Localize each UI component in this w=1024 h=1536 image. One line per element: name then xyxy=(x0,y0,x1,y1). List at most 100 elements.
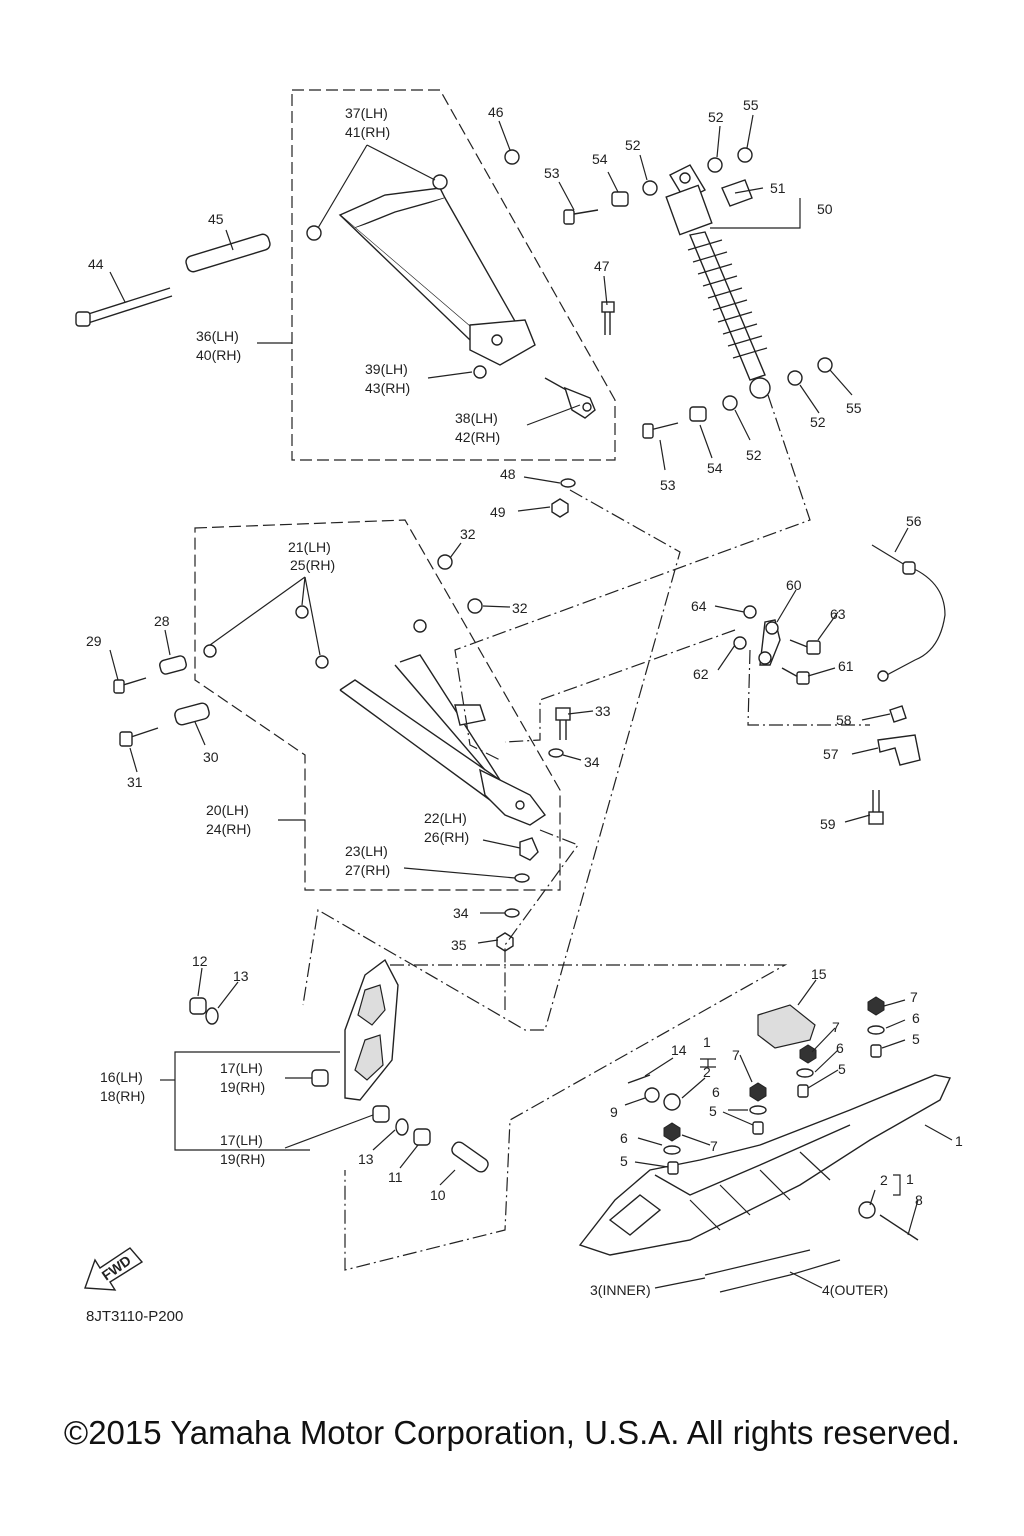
callout-33: 33 xyxy=(595,703,611,719)
callout-23-lh: 23(LH) xyxy=(345,843,388,859)
nut-62 xyxy=(733,636,747,650)
callout-36-lh: 36(LH) xyxy=(196,328,239,344)
lower-a-arm xyxy=(339,654,547,826)
callout-11: 11 xyxy=(388,1169,403,1185)
callout-64: 64 xyxy=(691,598,707,614)
collar-28 xyxy=(159,655,187,675)
callout-8: 8 xyxy=(915,1192,923,1208)
callout-5: 5 xyxy=(838,1061,846,1077)
callout-19-rh: 19(RH) xyxy=(220,1079,265,1095)
callout-31: 31 xyxy=(127,774,143,790)
damper-2a xyxy=(663,1093,681,1111)
washer-34b xyxy=(504,908,520,918)
nut-64 xyxy=(743,605,757,619)
washer-55a xyxy=(737,147,753,163)
nut-39 xyxy=(473,365,487,379)
bolt-59-head xyxy=(868,811,884,825)
callout-52: 52 xyxy=(708,109,724,125)
shock-spring xyxy=(687,239,768,359)
bracket-57 xyxy=(877,734,921,766)
callout-35: 35 xyxy=(451,937,467,953)
clamp-58 xyxy=(889,705,907,723)
callout-38-lh: 38(LH) xyxy=(455,410,498,426)
callout-47: 47 xyxy=(594,258,610,274)
callout-1: 1 xyxy=(703,1034,711,1050)
ball-joint-38 xyxy=(544,377,596,419)
callout-6: 6 xyxy=(912,1010,920,1026)
callout-16-lh: 16(LH) xyxy=(100,1069,143,1085)
bolt-31-head xyxy=(119,731,133,747)
bolt-8 xyxy=(879,1214,919,1241)
bolt-33 xyxy=(559,720,567,740)
bolt-44-head xyxy=(75,311,91,327)
callout-6: 6 xyxy=(836,1040,844,1056)
callout-labels: 37(LH)41(RH)46454436(LH)40(RH)39(LH)43(R… xyxy=(86,97,963,1298)
callout-2: 2 xyxy=(703,1064,711,1080)
callout-60: 60 xyxy=(786,577,802,593)
callout-3-inner: 3(INNER) xyxy=(590,1282,651,1298)
washer-48 xyxy=(560,478,576,488)
bolt-53b xyxy=(649,422,679,431)
bolt-47 xyxy=(604,310,611,335)
callout-54: 54 xyxy=(592,151,608,167)
collar-11 xyxy=(413,1128,431,1146)
callout-41-rh: 41(RH) xyxy=(345,124,390,140)
shock-absorber-50 xyxy=(665,164,771,399)
cable-56 xyxy=(871,544,946,677)
pin-10 xyxy=(451,1141,489,1173)
cable-56-eye xyxy=(877,670,889,682)
diagram-reference-code: 8JT3110-P200 xyxy=(86,1308,184,1325)
nut-7c xyxy=(799,1044,817,1064)
washer-6c xyxy=(796,1068,814,1078)
bolt-61-head xyxy=(796,671,810,685)
callout-27-rh: 27(RH) xyxy=(345,862,390,878)
callout-13: 13 xyxy=(233,968,249,984)
collar-5c xyxy=(797,1084,809,1098)
callout-37-lh: 37(LH) xyxy=(345,105,388,121)
washer-55b xyxy=(817,357,833,373)
bushing-12 xyxy=(189,997,207,1015)
callout-46: 46 xyxy=(488,104,504,120)
fwd-arrow-icon: FWD xyxy=(84,1247,144,1291)
bushing-21a xyxy=(203,644,217,658)
nut-49 xyxy=(551,498,569,518)
callout-25-rh: 25(RH) xyxy=(290,557,335,573)
bushing-52c xyxy=(787,370,803,386)
upper-a-arm xyxy=(338,187,536,366)
leader-lines xyxy=(109,114,953,1289)
bushing-52b xyxy=(642,180,658,196)
callout-15: 15 xyxy=(811,966,827,982)
nut-32b xyxy=(467,598,483,614)
callout-9: 9 xyxy=(610,1104,618,1120)
bolt-33-head xyxy=(555,707,571,721)
callout-1: 1 xyxy=(955,1133,963,1149)
damper-2b xyxy=(858,1201,876,1219)
bolt-31 xyxy=(127,727,159,739)
collar-5a xyxy=(752,1121,764,1135)
callout-17-lh: 17(LH) xyxy=(220,1132,263,1148)
callout-58: 58 xyxy=(836,712,852,728)
collar-5b xyxy=(667,1161,679,1175)
callout-48: 48 xyxy=(500,466,516,482)
callout-5: 5 xyxy=(709,1103,717,1119)
callout-53: 53 xyxy=(660,477,676,493)
callout-17-lh: 17(LH) xyxy=(220,1060,263,1076)
callout-14: 14 xyxy=(671,1042,687,1058)
callout-32: 32 xyxy=(460,526,476,542)
lower-arm-group-outline xyxy=(194,519,561,891)
callout-10: 10 xyxy=(430,1187,446,1203)
bolt-63-head xyxy=(806,640,821,655)
nut-46 xyxy=(504,149,520,165)
bolt-53b-head xyxy=(642,423,654,439)
bushing-41 xyxy=(432,174,448,190)
callout-42-rh: 42(RH) xyxy=(455,429,500,445)
washer-34a xyxy=(548,748,564,758)
callout-57: 57 xyxy=(823,746,839,762)
bushing-52a xyxy=(707,157,723,173)
link-steering xyxy=(504,629,736,743)
bushing-21c xyxy=(315,655,329,669)
link-upper-to-lower xyxy=(302,489,681,1031)
pad-15 xyxy=(757,1004,816,1049)
callout-51: 51 xyxy=(770,180,786,196)
bushing-52d xyxy=(722,395,738,411)
